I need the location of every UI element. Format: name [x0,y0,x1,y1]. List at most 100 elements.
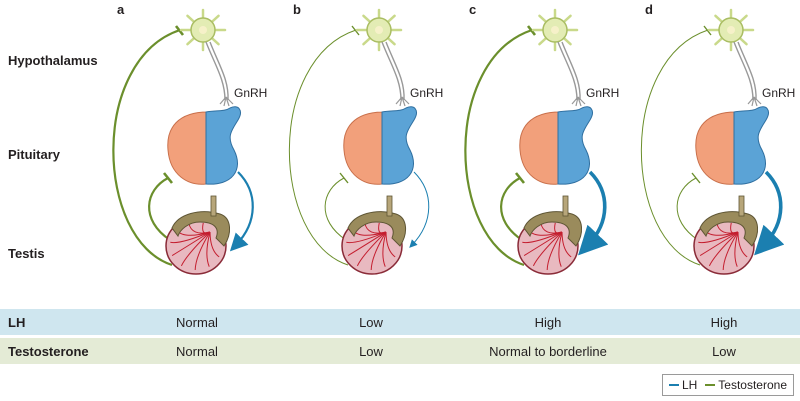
feedback-pituitary-a [148,177,171,241]
axon-c [557,41,578,101]
legend-swatch-testosterone [705,384,716,386]
feedback-bar-top-c [526,25,537,36]
seminiferous-tubule-a [209,231,220,258]
feedback-bar-top-d [703,25,712,36]
row-label-testis: Testis [8,246,45,261]
seminiferous-tubule-c [554,222,563,234]
axon-d [733,41,754,101]
seminiferous-tubule-d [722,231,739,271]
panel-letter-a: a [117,2,125,17]
testosterone-row-label: Testosterone [8,343,89,359]
seminiferous-tubule-a [194,231,211,271]
axon-b [385,41,405,101]
axon-d [737,41,757,101]
neuron-nucleus-c [551,26,559,34]
panel-letter-d: d [645,2,653,17]
panel-b [288,8,430,275]
pituitary-anterior-d [695,111,737,185]
feedback-bar-top-a [174,25,185,36]
seminiferous-tubule-c [522,231,563,244]
axon-terminal-b [395,96,403,105]
feedback-hypothalamus-b [288,29,357,266]
seminiferous-tubule-c [532,231,563,267]
axon-terminal-d [747,96,755,105]
seminiferous-tubule-c [561,231,572,258]
spermatic-cord-c [562,195,569,217]
panel-c [464,8,609,275]
pituitary-posterior-c [557,106,593,185]
feedback-hypothalamus-d [640,29,709,266]
seminiferous-tubule-d [734,231,739,267]
spermatic-cord-a [210,195,217,217]
seminiferous-tubule-a [171,231,211,256]
neuron-nucleus-d [727,26,735,34]
panel-a [112,8,254,275]
pituitary-posterior-b [381,106,417,185]
gnrh-label-a: GnRH [234,86,268,100]
row-label-hypothalamus: Hypothalamus [8,53,98,68]
axon-terminal-c [577,96,586,105]
spermatic-cord-d [738,195,745,217]
axon-terminal-a [219,96,227,105]
feedback-bar-mid-c [514,172,526,184]
spermatic-cord-b [386,195,393,217]
feedback-pituitary-d [676,177,699,241]
pituitary-posterior-d [733,106,769,185]
axon-terminal-b [401,96,406,107]
lh-row: LH Normal Low High High [0,309,800,335]
lh-row-label: LH [8,314,26,330]
panel-letter-c: c [469,2,477,17]
seminiferous-tubule-a [202,222,211,234]
pituitary-anterior-a [167,111,209,185]
panel-letter-b: b [293,2,301,17]
lh-value-c: High [534,314,562,330]
feedback-bar-mid-d [691,172,701,184]
seminiferous-tubule-b [382,231,387,267]
axon-b [381,41,402,101]
feedback-bar-mid-a [162,172,174,184]
gnrh-label-c: GnRH [586,86,620,100]
feedback-hypothalamus-c [464,28,533,267]
feedback-pituitary-c [500,177,523,241]
seminiferous-tubule-c [558,231,563,267]
testosterone-value-a: Normal [176,343,218,359]
axon-terminal-b [401,96,410,105]
lh-arrow-b [409,171,430,248]
seminiferous-tubule-b [378,222,387,234]
pituitary-anterior-c [519,111,561,185]
seminiferous-tubule-b [370,231,387,271]
legend-item-testosterone: Testosterone [705,378,787,392]
lh-arrow-d [754,170,785,256]
axon-c [561,41,581,101]
lh-value-b: Low [359,314,383,330]
gnrh-label-d: GnRH [762,86,796,100]
seminiferous-tubule-d [737,231,748,258]
pituitary-anterior-b [343,111,385,185]
epididymis-c [523,211,582,247]
lh-value-d: High [710,314,738,330]
seminiferous-tubule-d [708,231,739,267]
seminiferous-tubule-c [546,231,563,271]
seminiferous-tubule-b [385,231,396,258]
lh-arrow-c [578,170,609,256]
lh-arrow-a [229,171,254,252]
axon-a [209,41,229,101]
testosterone-value-d: Low [712,343,736,359]
seminiferous-tubule-c [523,231,563,256]
seminiferous-tubule-b [346,231,387,244]
axon-terminal-a [225,96,234,105]
seminiferous-tubule-a [170,231,211,244]
axon-terminal-b [399,96,403,107]
legend-label-lh: LH [681,378,698,392]
feedback-pituitary-b [324,177,347,241]
seminiferous-tubule-a [180,231,211,267]
gnrh-label-b: GnRH [410,86,444,100]
axon-terminal-d [753,96,762,105]
axon-terminal-c [571,96,579,105]
seminiferous-tubule-d [698,231,739,244]
pituitary-posterior-a [205,106,241,185]
neuron-nucleus-b [375,26,383,34]
testosterone-row: Testosterone Normal Low Normal to border… [0,338,800,364]
neuron-nucleus-a [199,26,207,34]
axon-terminal-c [575,96,579,107]
